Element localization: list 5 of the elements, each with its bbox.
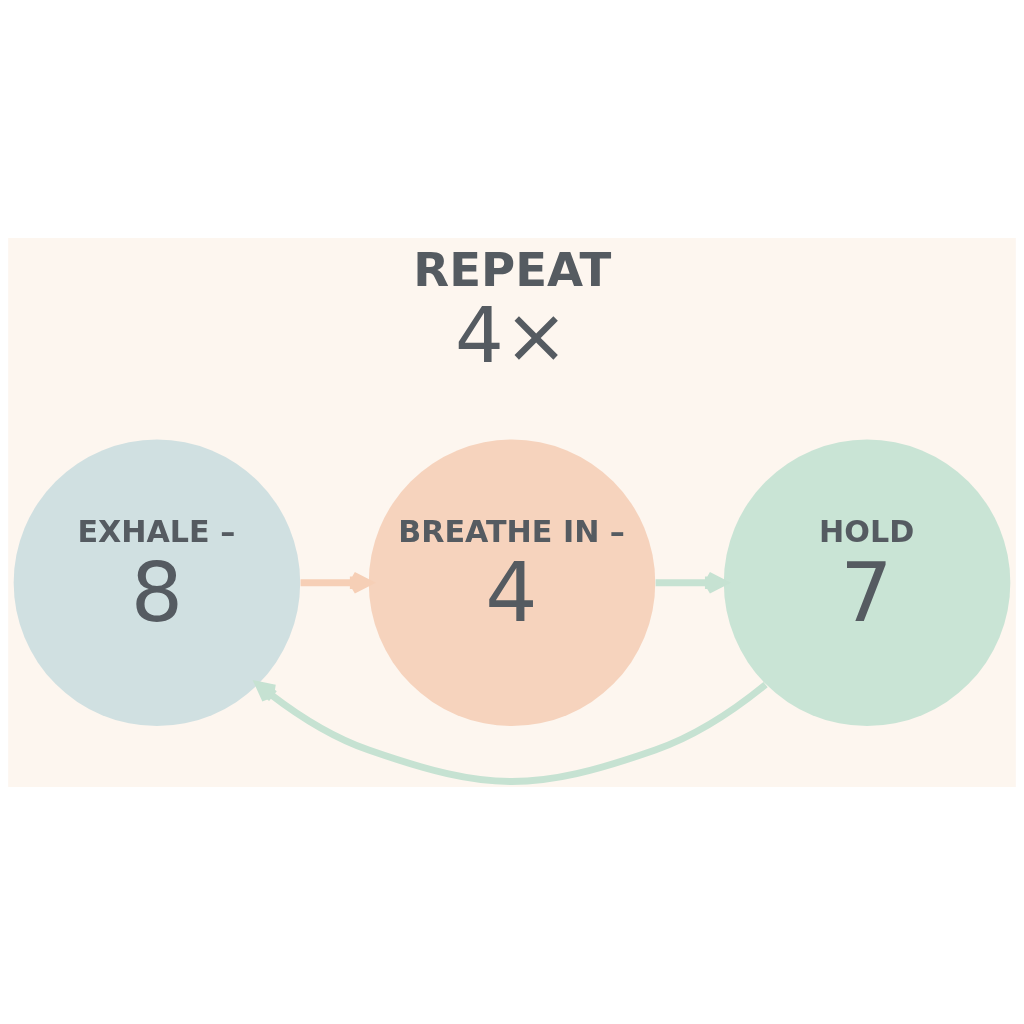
node-circle: BREATHE IN – 4 — [368, 439, 656, 726]
arrow — [255, 680, 768, 785]
node-circle: HOLD 7 — [723, 439, 1011, 726]
arrow — [300, 571, 373, 594]
node-circle: EXHALE – 8 — [13, 439, 301, 726]
